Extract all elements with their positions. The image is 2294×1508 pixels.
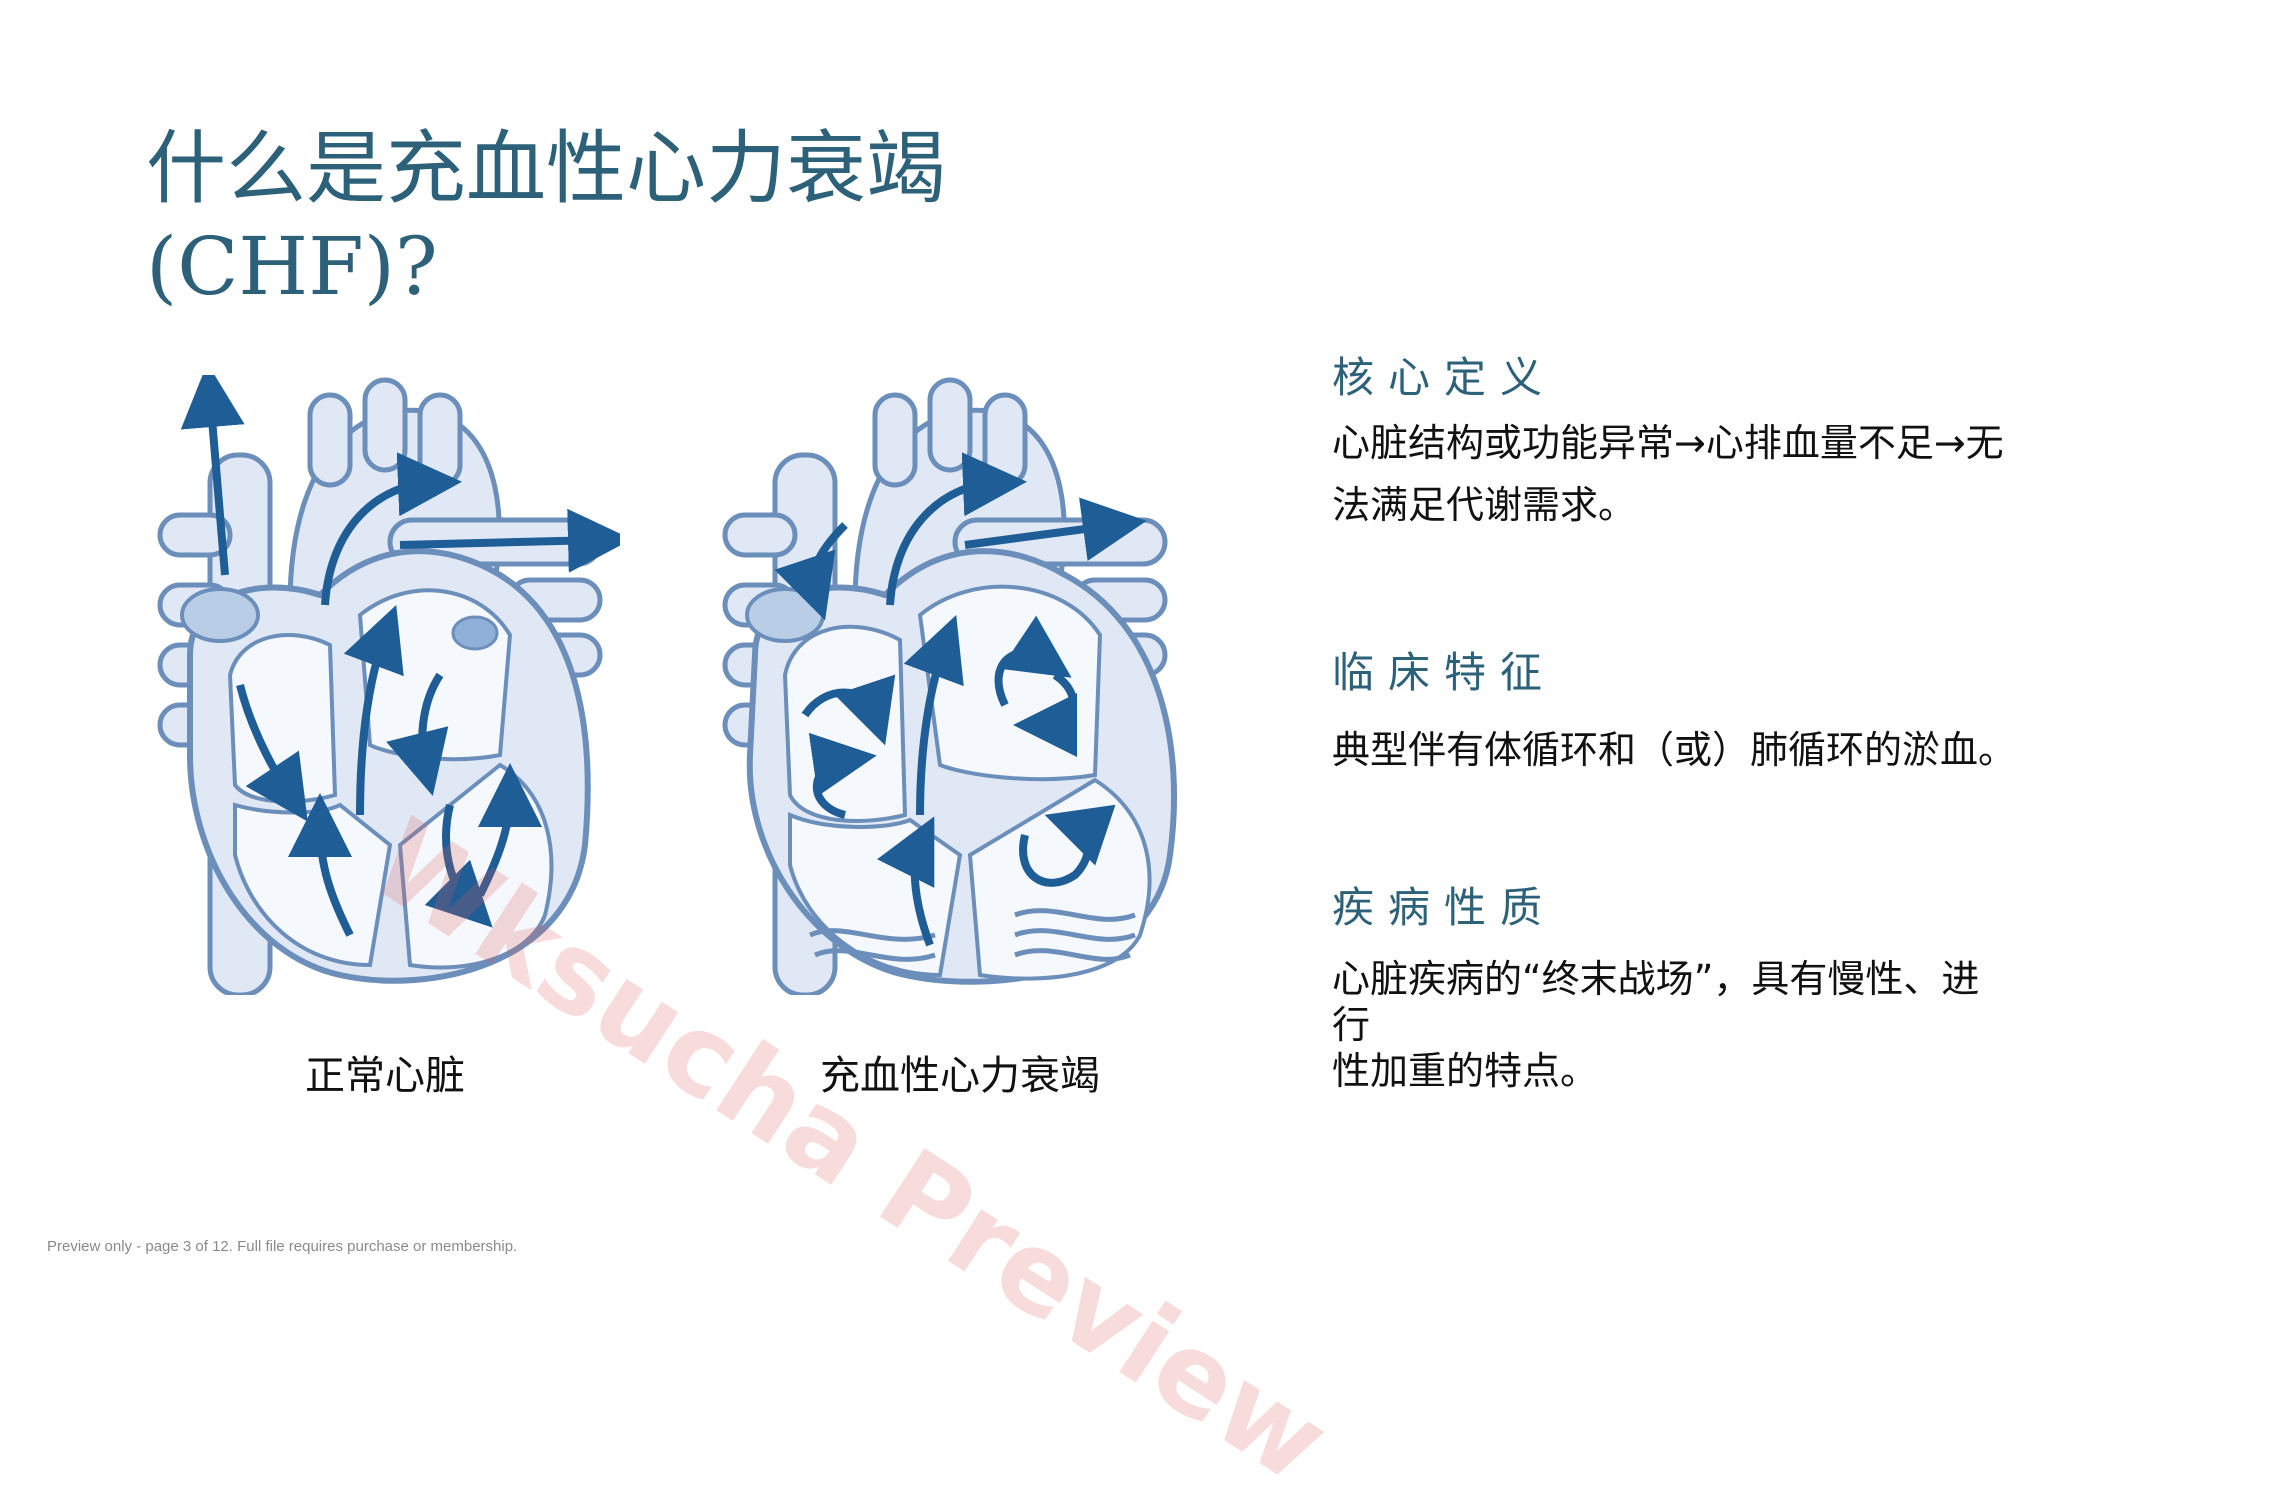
section-body: 心脏结构或功能异常→心排血量不足→无 法满足代谢需求。 (1332, 412, 2212, 536)
section-line: 行 (1332, 1003, 1371, 1047)
chf-heart-illustration (715, 375, 1185, 995)
section-line: 心脏疾病的“终末战场”，具有慢性、进 (1332, 957, 1980, 1001)
section-clinical-features: 临床特征 典型伴有体循环和（或）肺循环的淤血。 (1332, 645, 2212, 781)
section-line: 典型伴有体循环和（或）肺循环的淤血。 (1332, 728, 2017, 772)
section-line: 法满足代谢需求。 (1332, 483, 1637, 527)
chf-heart-caption: 充血性心力衰竭 (820, 1053, 1100, 1099)
normal-heart-illustration (150, 375, 620, 995)
section-body: 心脏疾病的“终末战场”，具有慢性、进 行 性加重的特点。 (1332, 956, 2212, 1094)
title-line-1: 什么是充血性心力衰竭 (146, 122, 946, 215)
title-line-2: (CHF)? (146, 220, 438, 313)
chf-heart-svg (722, 377, 1177, 995)
normal-heart-caption: 正常心脏 (305, 1053, 465, 1099)
section-heading: 疾病性质 (1332, 883, 1557, 932)
section-line: 心脏结构或功能异常→心排血量不足→无 (1332, 421, 2004, 465)
section-body: 典型伴有体循环和（或）肺循环的淤血。 (1332, 719, 2212, 781)
section-line: 性加重的特点。 (1332, 1049, 1599, 1093)
section-heading: 临床特征 (1332, 648, 1557, 697)
preview-footer-note: Preview only - page 3 of 12. Full file r… (47, 1238, 518, 1255)
section-disease-nature: 疾病性质 心脏疾病的“终末战场”，具有慢性、进 行 性加重的特点。 (1332, 880, 2212, 1094)
section-heading: 核心定义 (1332, 353, 1557, 402)
normal-heart-svg (157, 375, 620, 995)
section-core-definition: 核心定义 心脏结构或功能异常→心排血量不足→无 法满足代谢需求。 (1332, 350, 2212, 536)
page-title: 什么是充血性心力衰竭 (CHF)? (146, 120, 946, 316)
